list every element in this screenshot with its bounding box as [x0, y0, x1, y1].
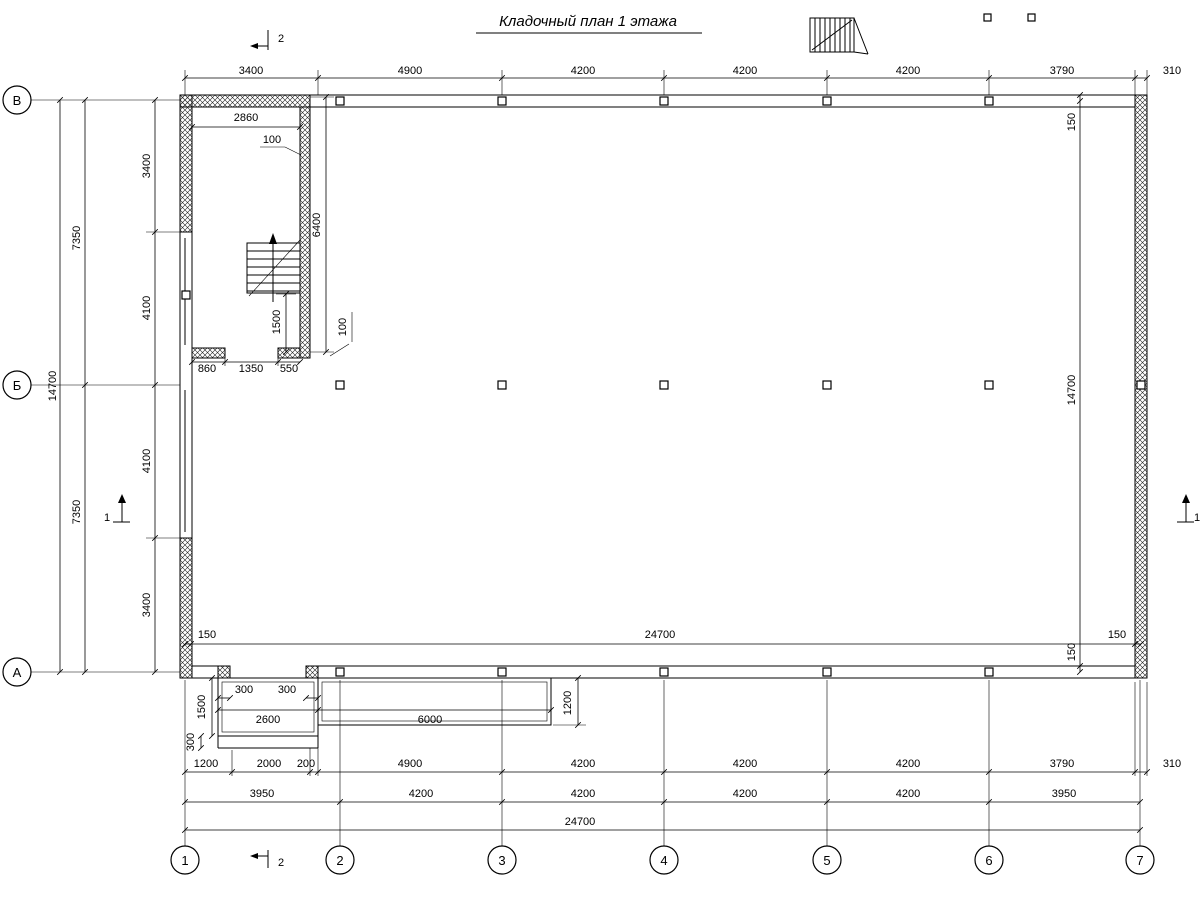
dim-label: 6000 — [418, 714, 442, 726]
axis-number: 3 — [498, 853, 505, 868]
dim-label: 300 — [278, 684, 296, 696]
dim-label: 4200 — [896, 788, 920, 800]
axis-number: 7 — [1136, 853, 1143, 868]
axis-bubbles-left: В Б А — [2, 85, 32, 687]
dim-label: 4200 — [733, 788, 757, 800]
section-mark-1-left: 1 — [104, 494, 130, 524]
staircase-plan — [246, 233, 301, 302]
extension-lines — [31, 70, 1148, 846]
dim-label: 4100 — [141, 296, 153, 320]
axis-number: 5 — [823, 853, 830, 868]
dim-label: 4200 — [571, 788, 595, 800]
dim-label: 6400 — [311, 213, 323, 237]
section-mark-2-bottom: 2 — [250, 850, 284, 869]
dim-label: 150 — [1066, 643, 1078, 661]
dim-label: 860 — [198, 363, 216, 375]
dim-label: 300 — [185, 733, 197, 751]
dim-label: 150 — [1108, 629, 1126, 641]
dim-label: 1500 — [196, 695, 208, 719]
axis-bubbles-bottom: 1 2 3 4 5 6 7 — [170, 845, 1155, 875]
dim-label: 7350 — [71, 500, 83, 524]
leader-lines — [260, 146, 353, 357]
dim-label: 3790 — [1050, 758, 1074, 770]
section-label: 2 — [278, 857, 284, 869]
dim-label: 550 — [280, 363, 298, 375]
dim-label: 200 — [297, 758, 315, 770]
section-mark-1-right: 1 — [1177, 494, 1200, 524]
dim-label: 4200 — [409, 788, 433, 800]
dim-label: 310 — [1163, 65, 1181, 77]
dim-label: 1200 — [562, 691, 574, 715]
dim-label: 150 — [1066, 113, 1078, 131]
dim-label: 4900 — [398, 758, 422, 770]
dim-label: 3790 — [1050, 65, 1074, 77]
dim-label: 7350 — [71, 226, 83, 250]
dim-label: 1350 — [239, 363, 263, 375]
dim-label: 100 — [263, 134, 281, 146]
axis-letter: В — [13, 93, 22, 108]
dim-label: 3400 — [141, 593, 153, 617]
dim-label: 3950 — [1052, 788, 1076, 800]
dim-label: 310 — [1163, 758, 1181, 770]
axis-letter: Б — [13, 378, 22, 393]
axis-number: 4 — [660, 853, 667, 868]
dim-label: 150 — [198, 629, 216, 641]
dim-label: 14700 — [1066, 375, 1078, 406]
column-markers — [181, 13, 1146, 677]
axis-number: 2 — [336, 853, 343, 868]
section-label: 1 — [1194, 512, 1200, 524]
axis-number: 6 — [985, 853, 992, 868]
dimension-lines — [56, 74, 1151, 834]
dim-label: 4100 — [141, 449, 153, 473]
dim-label: 2600 — [256, 714, 280, 726]
entrance-porch — [217, 677, 552, 749]
section-label: 2 — [278, 33, 284, 45]
dim-label: 3400 — [239, 65, 263, 77]
dim-label: 4900 — [398, 65, 422, 77]
dim-label: 4200 — [896, 758, 920, 770]
dim-label: 300 — [235, 684, 253, 696]
section-label: 1 — [104, 512, 110, 524]
dim-label: 4200 — [571, 65, 595, 77]
dim-label: 1500 — [271, 310, 283, 334]
dim-label: 4200 — [896, 65, 920, 77]
dim-label: 14700 — [47, 371, 59, 402]
dim-label: 100 — [337, 318, 349, 336]
dim-label: 1200 — [194, 758, 218, 770]
dim-label: 4200 — [733, 758, 757, 770]
dim-label: 24700 — [645, 629, 676, 641]
dim-label: 2000 — [257, 758, 281, 770]
dim-label: 4200 — [571, 758, 595, 770]
drawing-title: Кладочный план 1 этажа — [499, 13, 677, 30]
stair-detail-symbol — [809, 17, 869, 55]
dim-label: 3400 — [141, 154, 153, 178]
axis-number: 1 — [181, 853, 188, 868]
section-mark-2-top: 2 — [250, 30, 284, 50]
dim-label: 4200 — [733, 65, 757, 77]
dim-label: 2860 — [234, 112, 258, 124]
dim-label: 3950 — [250, 788, 274, 800]
axis-letter: А — [13, 665, 22, 680]
dim-label: 24700 — [565, 816, 596, 828]
stair-direction-arrow — [269, 233, 277, 244]
